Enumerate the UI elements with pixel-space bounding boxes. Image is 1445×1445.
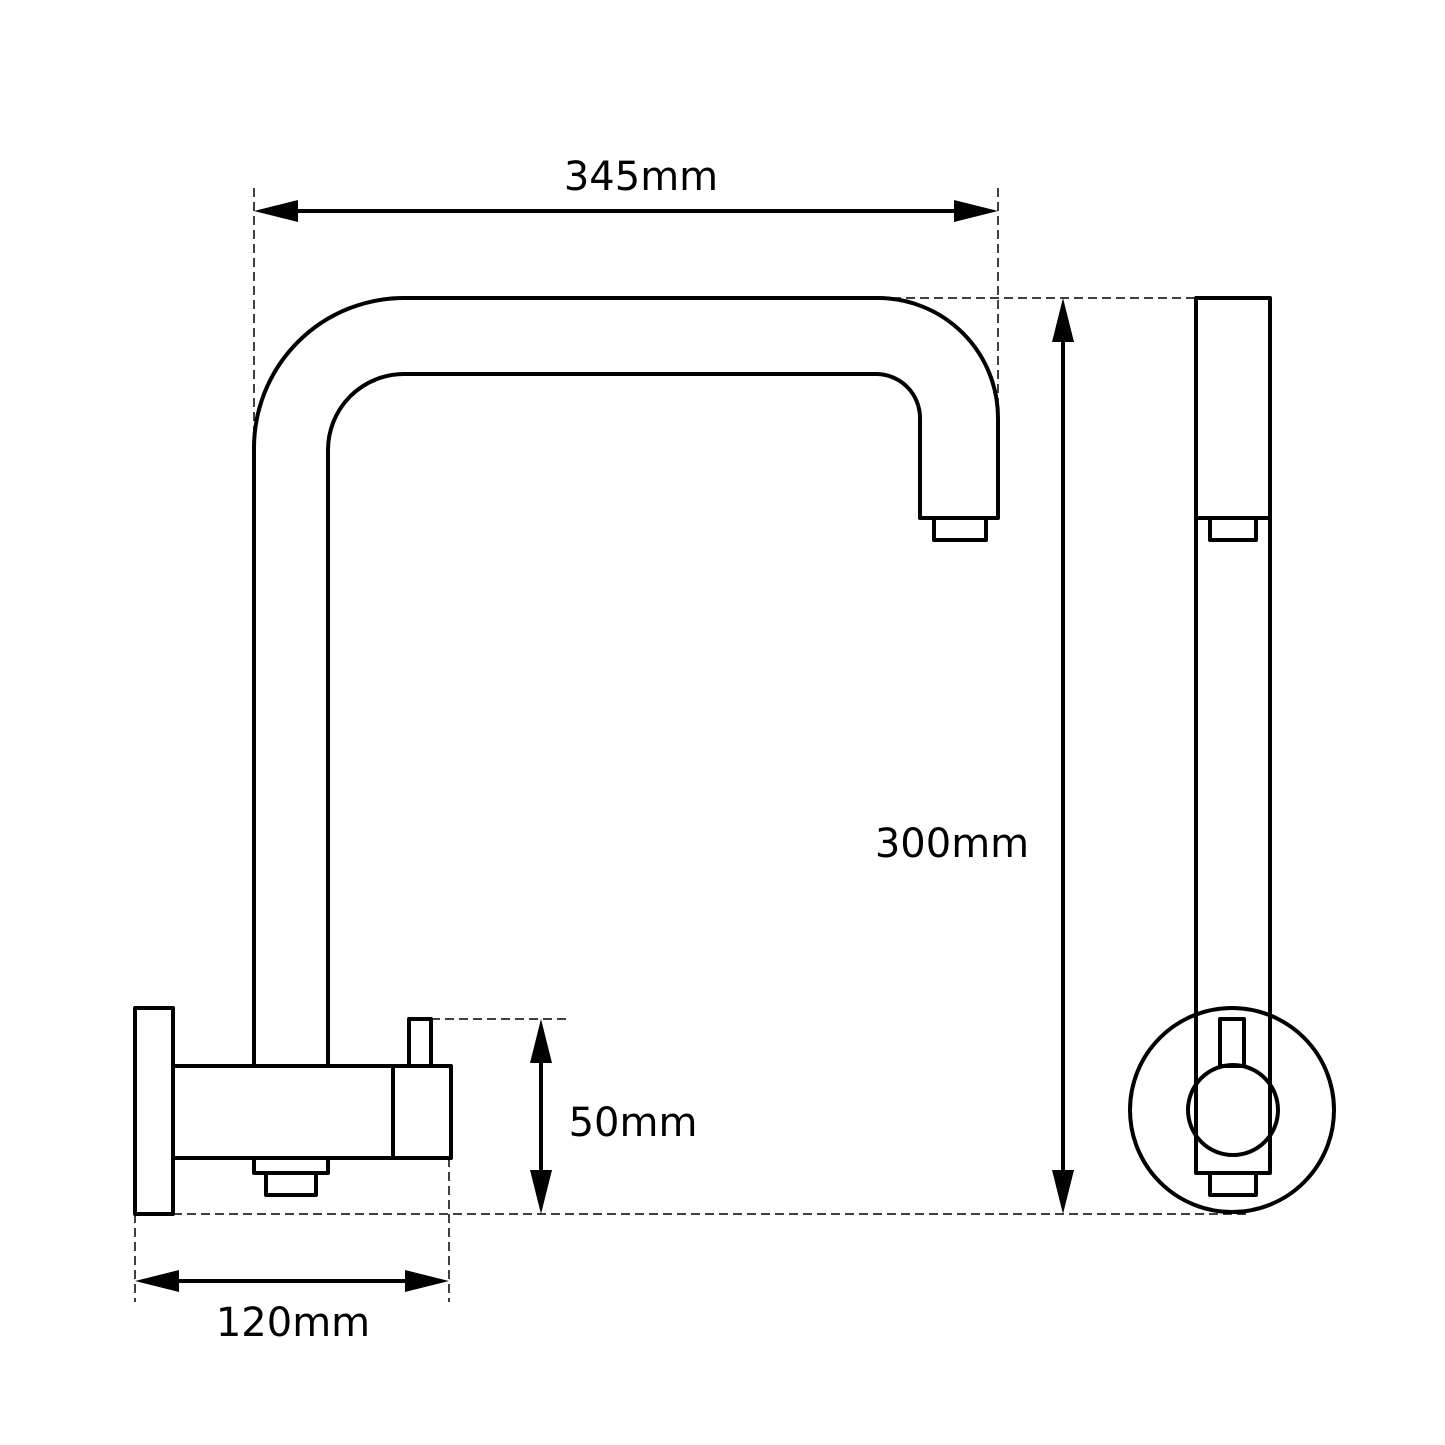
side-lever-handle (1218, 1017, 1246, 1068)
side-aerator (1208, 516, 1258, 542)
bottom-connector (252, 1156, 330, 1175)
base-arrow-left (135, 1270, 179, 1292)
side-spout-top (1194, 296, 1272, 520)
height-arrow-top (1052, 298, 1074, 342)
spout-pipe (252, 296, 1000, 1066)
handle-arrow-top (530, 1019, 552, 1063)
side-valve-circle (1186, 1063, 1280, 1157)
wall-flange (133, 1006, 175, 1216)
dimension-base: 120mm (135, 1270, 449, 1346)
dimension-width: 345mm (254, 154, 998, 222)
height-label: 300mm (875, 821, 1029, 867)
faucet-front-view (133, 296, 1000, 1216)
valve-body (171, 1064, 453, 1160)
aerator (932, 516, 988, 542)
bottom-connector-nut (264, 1171, 318, 1197)
extension-lines (134, 188, 1250, 1302)
faucet-side-view (1128, 296, 1336, 1214)
dimension-height: 300mm (875, 298, 1074, 1214)
base-arrow-right (405, 1270, 449, 1292)
dimension-handle: 50mm (530, 1019, 697, 1214)
width-label: 345mm (564, 154, 718, 200)
width-arrow-left (254, 200, 298, 222)
side-bottom-connector (1208, 1171, 1258, 1197)
handle-label: 50mm (569, 1100, 698, 1146)
side-flange-circle (1128, 1006, 1336, 1214)
width-arrow-right (954, 200, 998, 222)
height-arrow-bottom (1052, 1170, 1074, 1214)
handle-arrow-bottom (530, 1170, 552, 1214)
lever-handle (407, 1017, 433, 1068)
base-label: 120mm (216, 1300, 370, 1346)
